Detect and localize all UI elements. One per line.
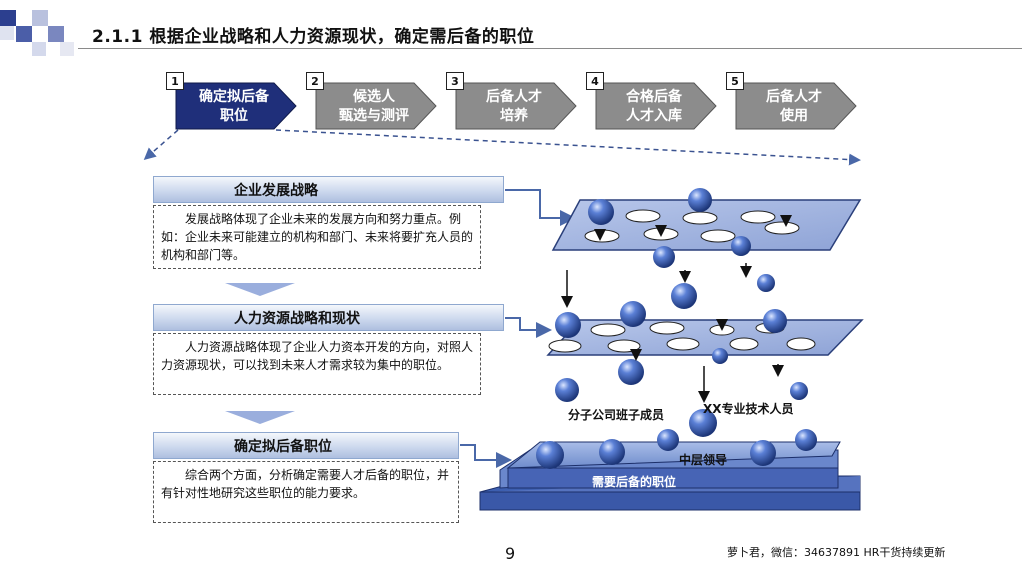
slide-title: 2.1.1 根据企业战略和人力资源现状，确定需后备的职位 xyxy=(92,27,535,47)
upper-plate xyxy=(551,199,862,251)
step-label: 候选人 甄选与测评 xyxy=(339,89,409,124)
step-label: 后备人才 培养 xyxy=(486,89,542,124)
section-body-positions: 综合两个方面，分析确定需要人才后备的职位，并有针对性地研究这些职位的能力要求。 xyxy=(153,461,459,523)
label-specialist-staff: XX专业技术人员 xyxy=(703,402,794,416)
flow-arrows xyxy=(561,215,792,403)
dashed-expansion-lines xyxy=(143,129,861,166)
process-step-3[interactable]: 3 后备人才 培养 xyxy=(446,72,580,130)
page-number: 9 xyxy=(505,544,516,563)
middle-plate-balls xyxy=(555,274,808,402)
label-middle-management: 中层领导 xyxy=(679,453,728,467)
step-number: 2 xyxy=(306,72,324,90)
footer-note: 萝卜君，微信：34637891 HR干货持续更新 xyxy=(727,546,946,559)
process-step-2[interactable]: 2 候选人 甄选与测评 xyxy=(306,72,440,130)
section-header-hr-strategy: 人力资源战略和现状 xyxy=(153,304,504,331)
step-number: 4 xyxy=(586,72,604,90)
step-arrow-shape xyxy=(735,82,857,130)
step-number: 3 xyxy=(446,72,464,90)
base-balls xyxy=(536,409,817,469)
label-positions-needed: 需要后备的职位 xyxy=(592,475,677,489)
step-label: 合格后备 人才入库 xyxy=(626,89,682,124)
step-arrow-shape xyxy=(315,82,437,130)
down-chevron-icon xyxy=(225,411,295,424)
section-body-strategy: 发展战略体现了企业未来的发展方向和努力重点。例如：企业未来可能建立的机构和部门、… xyxy=(153,205,481,269)
section-header-positions: 确定拟后备职位 xyxy=(153,432,459,459)
step-label: 确定拟后备 职位 xyxy=(199,89,269,124)
title-divider xyxy=(78,48,1022,49)
process-step-4[interactable]: 4 合格后备 人才入库 xyxy=(586,72,720,130)
section-body-hr-strategy: 人力资源战略体现了企业人力资本开发的方向，对照人力资源现状，可以找到未来人才需求… xyxy=(153,333,481,395)
upper-plate-balls xyxy=(588,188,751,268)
step-number: 5 xyxy=(726,72,744,90)
process-step-1[interactable]: 1 确定拟后备 职位 xyxy=(166,72,300,130)
middle-plate xyxy=(546,319,864,356)
header-connector-arrows xyxy=(460,189,576,468)
step-arrow-shape xyxy=(595,82,717,130)
step-arrow-shape xyxy=(455,82,577,130)
step-arrow-shape xyxy=(175,82,297,130)
label-subsidiary-leaders: 分子公司班子成员 xyxy=(568,408,665,422)
section-header-strategy: 企业发展战略 xyxy=(153,176,504,203)
process-step-5[interactable]: 5 后备人才 使用 xyxy=(726,72,860,130)
down-chevron-icon xyxy=(225,283,295,296)
step-number: 1 xyxy=(166,72,184,90)
step-label: 后备人才 使用 xyxy=(766,89,822,124)
